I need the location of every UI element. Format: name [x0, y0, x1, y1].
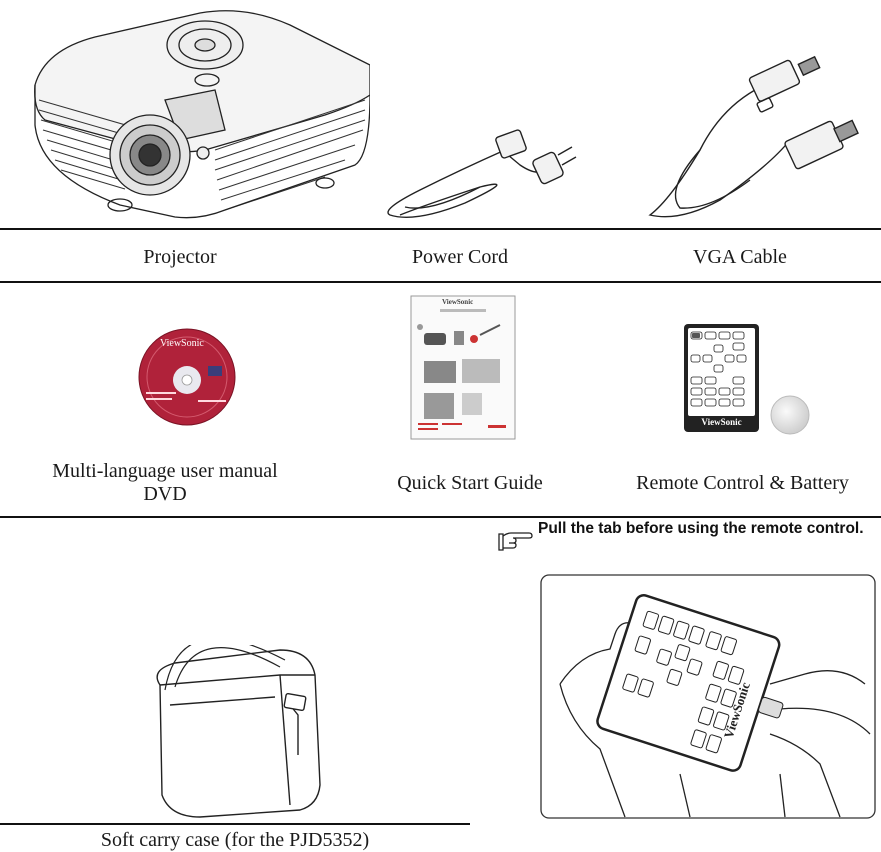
caption-remote-battery: Remote Control & Battery [636, 472, 849, 494]
caption-carry-case: Soft carry case (for the PJD5352) [100, 829, 370, 851]
caption-projector: Projector [143, 246, 217, 268]
row2-bottom-rule [0, 516, 881, 518]
row1-bottom-rule [0, 281, 881, 283]
caption-manual-dvd-line1: Multi-language user manual [52, 460, 278, 482]
remote-control-image: ViewSonic [683, 323, 760, 433]
battery-image [770, 395, 810, 435]
power-cord-image [370, 115, 585, 225]
vga-cable-image [640, 50, 870, 225]
projector-image [25, 5, 370, 220]
guide-brand-text: ViewSonic [442, 298, 474, 306]
remote-brand-text: ViewSonic [701, 417, 742, 427]
row1-top-rule [0, 228, 881, 230]
manual-dvd-image: ViewSonic [138, 328, 236, 426]
note-text: Pull the tab before using the remote con… [538, 520, 864, 537]
caption-manual-dvd-line2: DVD [143, 483, 187, 505]
remote-tab-illustration: ViewSonic [540, 574, 876, 819]
dvd-brand-text: ViewSonic [160, 338, 204, 349]
caption-vga-cable: VGA Cable [693, 246, 787, 268]
carry-case-rule [0, 823, 470, 825]
caption-quick-start-guide: Quick Start Guide [397, 472, 543, 494]
caption-power-cord: Power Cord [411, 246, 509, 268]
carry-case-image [140, 645, 330, 820]
quick-start-guide-image: ViewSonic [410, 295, 516, 440]
pointing-hand-icon [497, 530, 533, 552]
